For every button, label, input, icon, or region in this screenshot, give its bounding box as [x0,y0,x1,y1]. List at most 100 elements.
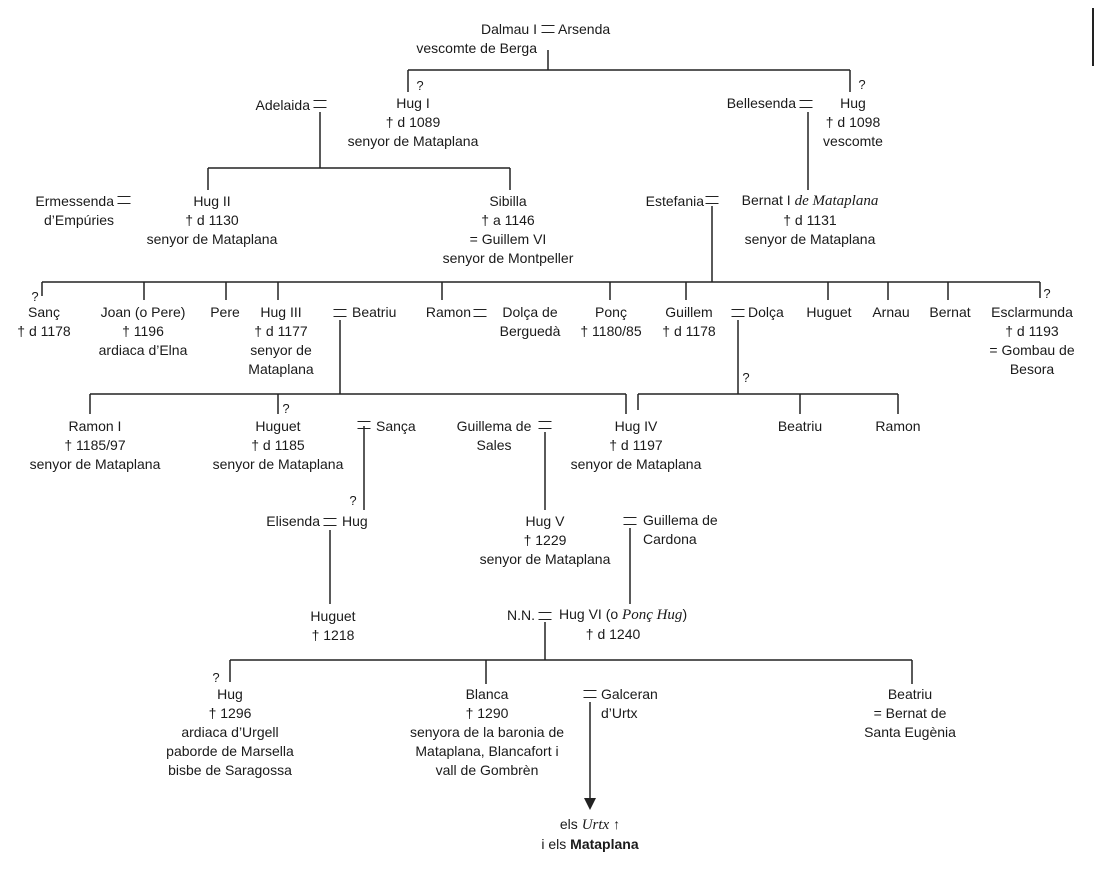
person-hug-bisbe: Hug † 1296 ardiaca d’Urgell paborde de M… [166,685,294,780]
marriage-symbol [357,421,371,429]
person-spouse: Besora [1009,361,1055,377]
person-sibilla: Sibilla † a 1146 = Guillem VI senyor de … [443,192,574,268]
person-name: Sança [376,418,416,434]
person-name-line: Hug VI (o Ponç Hug) [559,605,687,625]
uncertain-mark: ? [31,289,39,304]
person-name: Dolça de [502,304,558,320]
person-origin: Sales [476,437,512,453]
person-hug-i: Hug I † d 1089 senyor de Mataplana [348,94,479,151]
person-name: Hug [342,513,368,529]
marriage-symbol [799,100,813,108]
person-name: Dalmau I [480,21,537,37]
person-title: vall de Gombrèn [435,762,539,778]
person-huguet-senyor: Huguet † d 1185 senyor de Mataplana [213,417,344,474]
person-spouse: = Gombau de [989,342,1075,358]
uncertain-mark: ? [282,401,290,416]
person-title: vescomte de Berga [416,40,537,56]
person-guillema-sales: Guillema de Sales [457,417,532,455]
marriage-symbol [323,518,337,526]
person-title: senyor de Mataplana [744,231,876,247]
uncertain-mark: ? [1043,286,1051,301]
person-name: Huguet [255,418,301,434]
person-origin: Cardona [643,531,697,547]
person-sanc: Sanç † d 1178 [17,303,70,341]
person-ponc: Ponç † 1180/85 [580,303,641,341]
person-elisenda: Elisenda [266,512,320,531]
person-name: Blanca [465,686,509,702]
person-name: Ramon [875,418,921,434]
person-death: † d 1178 [662,323,716,339]
person-name: Huguet [806,304,852,320]
marriage-symbol [313,100,327,108]
person-hug-v: Hug V † 1229 senyor de Mataplana [480,512,611,569]
person-name: Guillema de [643,512,718,528]
person-blanca: Blanca † 1290 senyora de la baronia de M… [410,685,564,780]
person-origin: d’Empúries [43,212,114,228]
person-name: Ramon [425,304,471,320]
descendants-line-2: i els Mataplana [541,835,638,854]
marriage-symbol [541,25,555,33]
person-beatriu-spouse: Beatriu [352,303,396,322]
person-name: Dolça [748,304,784,320]
person-name: Elisenda [266,513,320,529]
person-death: † d 1130 [185,212,239,228]
person-death: † 1229 [523,532,567,548]
person-title: bisbe de Saragossa [168,762,292,778]
person-huguet: Huguet [806,303,851,322]
person-bernat-i: Bernat I de Mataplana † d 1131 senyor de… [742,191,879,249]
marriage-symbol [117,196,131,204]
person-name-italic: de Mataplana [794,193,879,209]
urtx-text: Urtx [581,817,610,833]
person-title: paborde de Marsella [166,743,294,759]
person-death: † 1296 [208,705,252,721]
person-death: † d 1178 [17,323,71,339]
marriage-symbol [705,196,719,204]
person-spouse: = Bernat de [873,705,947,721]
person-death: † 1180/85 [580,323,642,339]
marriage-symbol [333,309,347,317]
person-title: senyor de Mataplana [146,231,278,247]
person-hug-iv: Hug IV † d 1197 senyor de Mataplana [571,417,702,474]
person-death: † d 1089 [385,114,441,130]
mataplana-text: Mataplana [570,836,639,852]
up-arrow-icon: ↑ [613,816,621,832]
person-death: † d 1240 [585,626,641,642]
person-joan: Joan (o Pere) † 1196 ardiaca d’Elna [99,303,188,360]
person-name: Hug III [260,304,302,320]
person-name: Hug IV [614,418,658,434]
person-bernat: Bernat [929,303,970,322]
person-name: Hug I [396,95,430,111]
person-name: Hug II [193,193,231,209]
person-hug-vi: Hug VI (o Ponç Hug) † d 1240 [559,605,687,644]
person-name: Arnau [872,304,910,320]
person-title: Mataplana, Blancafort i [415,743,559,759]
person-ramon-i: Ramon I † 1185/97 senyor de Mataplana [30,417,161,474]
person-name: Huguet [310,608,356,624]
person-dalmau-i: Dalmau I vescomte de Berga [416,20,537,58]
person-esclarmunda: Esclarmunda † d 1193 = Gombau de Besora [989,303,1074,379]
person-death: † a 1146 [481,212,535,228]
marriage-symbol [731,309,745,317]
person-name: Bernat [929,304,971,320]
person-death: † 1290 [465,705,509,721]
person-bellesenda: Bellesenda [727,94,796,113]
person-title: senyor de [250,342,312,358]
uncertain-mark: ? [349,493,357,508]
person-title: senyor de Mataplana [479,551,611,567]
person-huguet-1218: Huguet † 1218 [310,607,355,645]
person-name: Esclarmunda [991,304,1073,320]
person-title: vescomte [823,133,883,149]
person-name: N.N. [507,607,535,623]
person-death: † d 1193 [1005,323,1059,339]
marriage-symbol [583,690,597,698]
person-title: senyor de Mataplana [29,456,161,472]
person-name: Hug V [525,513,565,529]
person-name: Bernat I [741,192,791,208]
person-name: Ramon I [68,418,122,434]
person-title: senyora de la baronia de [409,724,565,740]
person-galceran: Galceran d’Urtx [601,685,658,723]
person-name: Ermessenda [35,193,114,209]
marriage-symbol [623,517,637,525]
person-name: Hug [840,95,866,111]
